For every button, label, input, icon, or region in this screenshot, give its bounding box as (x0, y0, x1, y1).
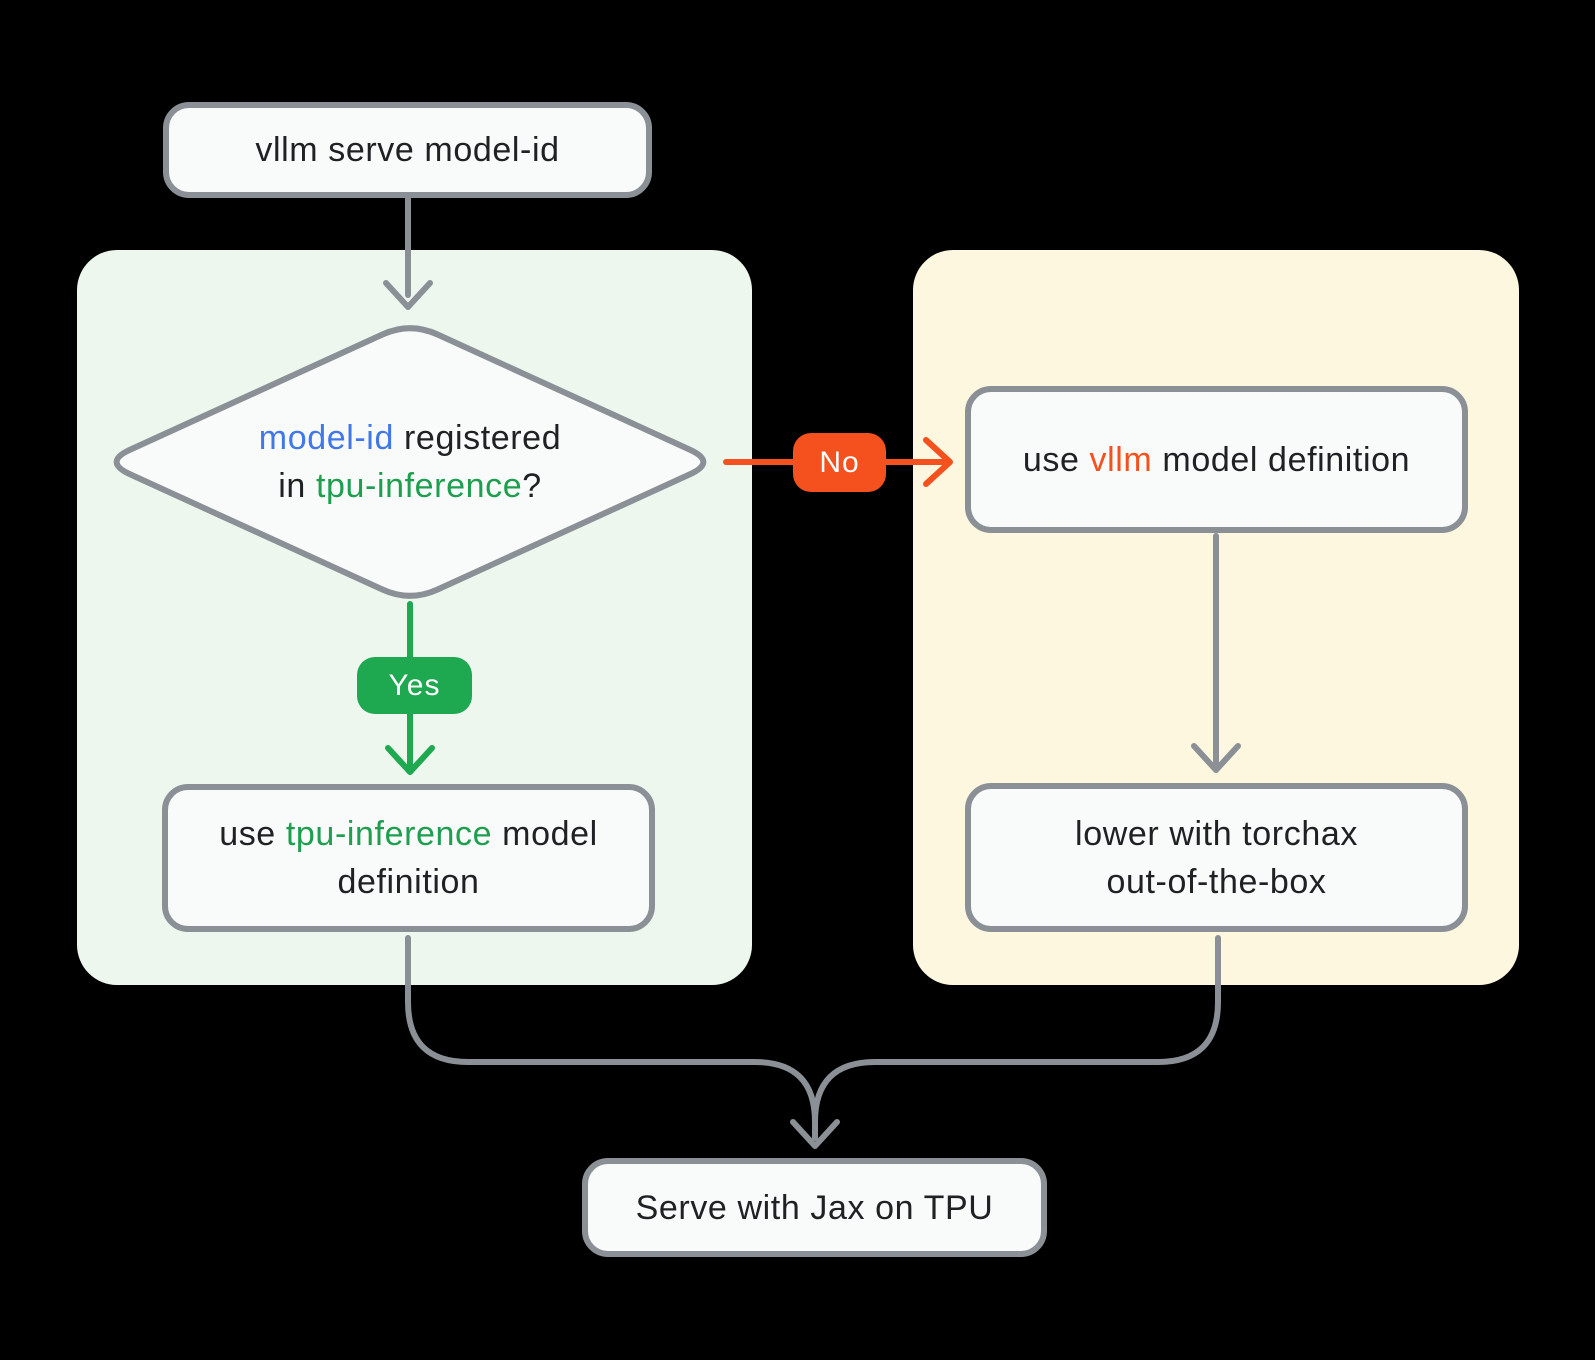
vllm-model-definition-text: model definition (1152, 440, 1411, 479)
torchax-line-1: lower with torchax (1075, 814, 1358, 853)
decision-node-label: model-id registered in tpu-inference? (160, 414, 660, 510)
yes-badge-label: Yes (388, 668, 441, 702)
vllm-model-line-1: use vllm model definition (1023, 436, 1410, 484)
decision-tpu-inference-text: tpu-inference (315, 467, 523, 505)
serve-node-text: Serve with Jax on TPU (635, 1188, 994, 1227)
tpu-model-use-text: use (219, 815, 286, 853)
decision-model-id-text: model-id (258, 419, 394, 457)
yes-badge: Yes (357, 657, 472, 714)
start-node-label: vllm serve model-id (255, 126, 559, 174)
no-badge-label: No (819, 445, 860, 479)
decision-line-2: in tpu-inference? (160, 462, 660, 510)
vllm-to-torchax-arrow (1191, 533, 1241, 773)
tpu-model-line-1: use tpu-inference model (219, 810, 598, 858)
tpu-model-line-2: definition (337, 858, 479, 906)
torchax-node: lower with torchax out-of-the-box (965, 783, 1468, 932)
vllm-model-node: use vllm model definition (965, 386, 1468, 533)
decision-diamond-shape (113, 325, 707, 599)
start-to-decision-arrow (383, 196, 433, 310)
tpu-model-model-text: model (492, 815, 598, 853)
merge-arrow (405, 935, 1221, 1149)
decision-line-1: model-id registered (160, 414, 660, 462)
serve-node-label: Serve with Jax on TPU (636, 1184, 994, 1232)
vllm-model-vllm-text: vllm (1089, 440, 1153, 479)
start-node-text: vllm serve model-id (255, 131, 560, 169)
serve-node: Serve with Jax on TPU (582, 1158, 1047, 1257)
tpu-model-tpu-inference-text: tpu-inference (285, 815, 493, 853)
decision-registered-text: registered (393, 419, 562, 457)
torchax-line-2: out-of-the-box (1106, 862, 1327, 901)
vllm-model-use-text: use (1022, 440, 1090, 479)
tpu-model-definition-text: definition (337, 863, 480, 901)
decision-in-text: in (278, 467, 316, 505)
tpu-model-node: use tpu-inference model definition (162, 784, 655, 932)
no-badge: No (793, 433, 886, 492)
start-node: vllm serve model-id (163, 102, 652, 198)
decision-question-mark: ? (522, 467, 542, 505)
